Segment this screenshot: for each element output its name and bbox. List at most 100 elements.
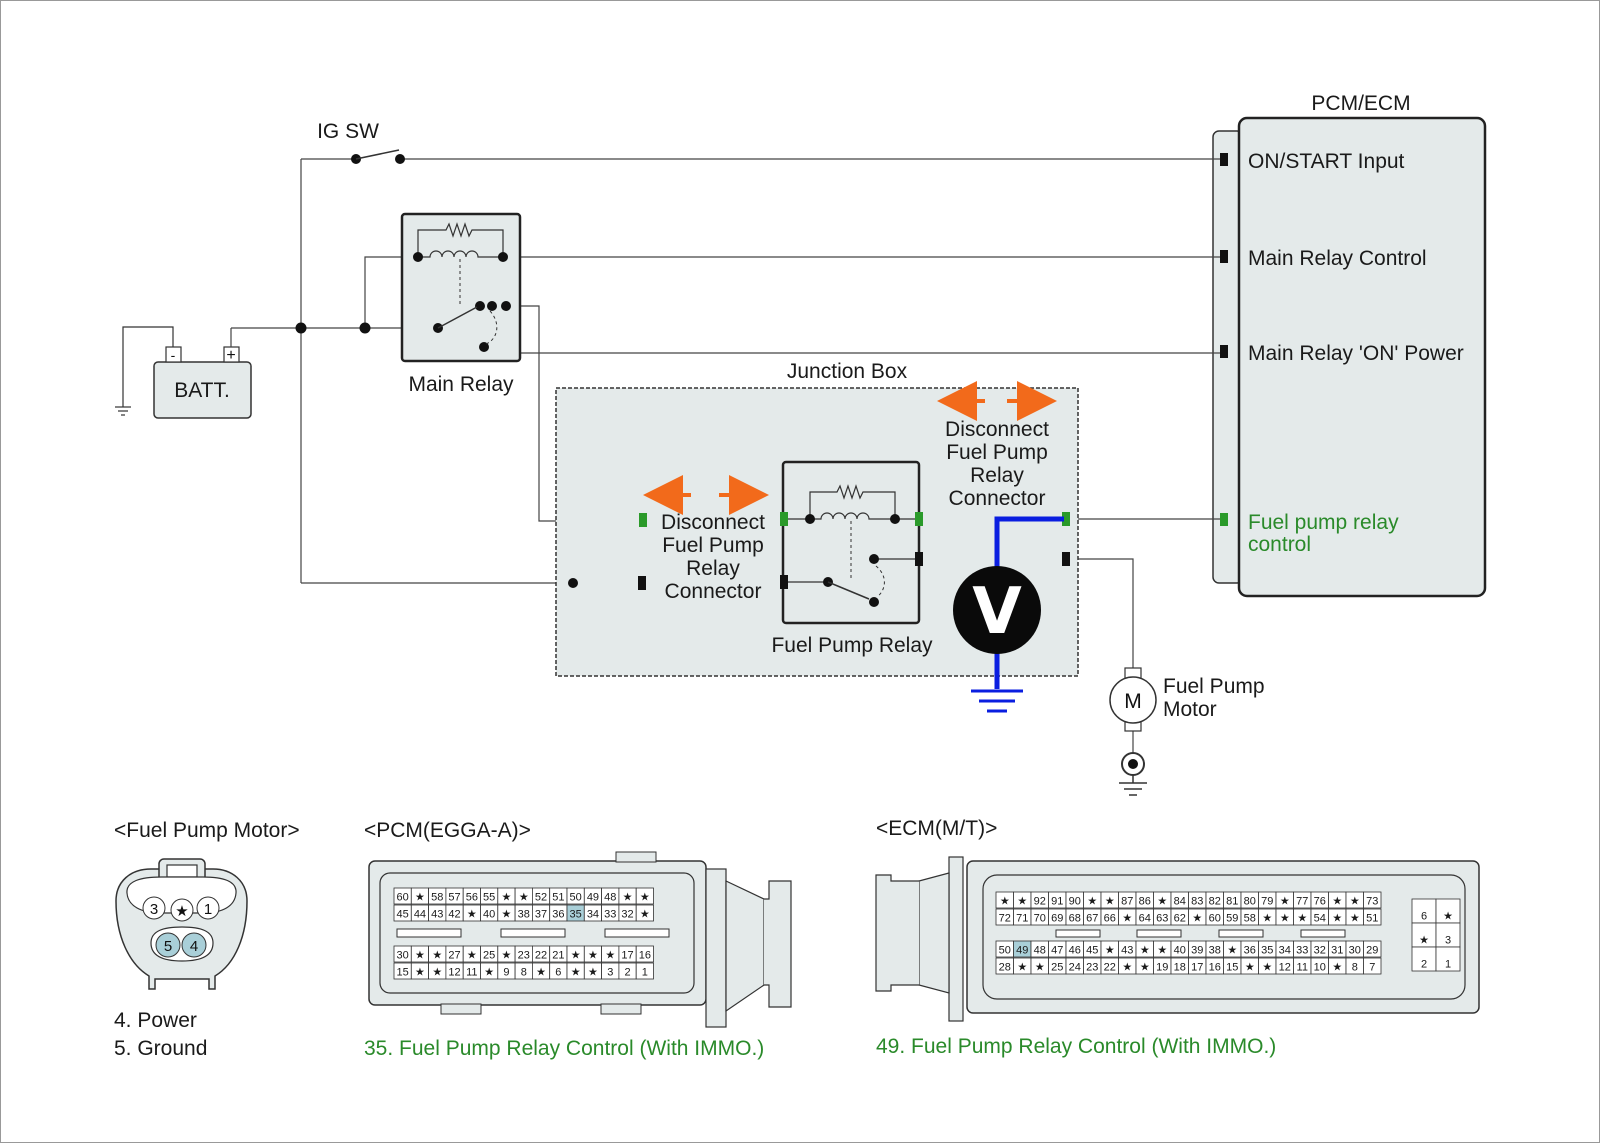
pcm-pin-label: 23 — [518, 950, 530, 962]
motor-icon — [1109, 676, 1157, 724]
ecm-pin-label: ★ — [1122, 913, 1132, 925]
pcm-pin-label: 9 — [503, 967, 509, 979]
pcm-pin-label: 55 — [483, 892, 495, 904]
pcm-pin-label: 60 — [397, 892, 409, 904]
pcm-pin-label: 51 — [552, 892, 564, 904]
ground-icon — [971, 689, 1023, 713]
ecm-pin-label: 64 — [1139, 913, 1151, 925]
ecm-pin-label: 79 — [1261, 896, 1273, 908]
ecm-pin-label: 76 — [1314, 896, 1326, 908]
main-relay: Main Relay — [400, 212, 522, 396]
ecm-side-pin-label: 2 — [1421, 959, 1427, 971]
battery: - + BATT. — [115, 326, 252, 419]
ecm-side-pin-cell — [1435, 898, 1461, 924]
pcm-pin-label: 56 — [466, 892, 478, 904]
pcm-pin-label: 44 — [414, 909, 426, 921]
pcm-terminal-main-relay-control — [1220, 250, 1228, 263]
ecm-side-pin-cell — [1435, 922, 1461, 948]
disconnect-right-line2: Fuel Pump — [946, 441, 1048, 464]
pin-fuel-pump-relay-control-line2: control — [1248, 533, 1311, 556]
pcm-pin-label: 2 — [624, 967, 630, 979]
ecm-pin-label: 38 — [1209, 945, 1221, 957]
ecm-pin-label: 50 — [999, 945, 1011, 957]
ecm-pin-label: 35 — [1261, 945, 1273, 957]
ecm-pin-label: 63 — [1156, 913, 1168, 925]
ig-switch: IG SW — [317, 120, 405, 164]
fuel-pump-motor-connector: <Fuel Pump Motor> 3 ★ 1 5 4 4. Power 5. … — [114, 819, 300, 1060]
ground-icon — [1119, 775, 1147, 796]
ecm-pin-label: 86 — [1139, 896, 1151, 908]
pcm-pin-label: 36 — [552, 909, 564, 921]
pcm-pin-cell — [635, 945, 654, 963]
pcm-terminal-main-relay-power — [1220, 345, 1228, 358]
ecm-pin-label: 45 — [1086, 945, 1098, 957]
fuel-pump-motor-label-line2: Motor — [1163, 698, 1217, 721]
disconnect-right-line3: Relay — [970, 464, 1024, 487]
ecm-pin-label: ★ — [1087, 896, 1097, 908]
ecm-pin-label: 77 — [1296, 896, 1308, 908]
pcm-ecm-title: PCM/ECM — [1311, 92, 1410, 115]
pcm-pin-label: ★ — [623, 892, 633, 904]
ecm-pin-label: 19 — [1156, 962, 1168, 974]
ecm-pin-label: 67 — [1086, 913, 1098, 925]
pcm-pin-label: 58 — [431, 892, 443, 904]
ecm-pin-label: 68 — [1069, 913, 1081, 925]
pcm-pin-label: 49 — [587, 892, 599, 904]
pcm-pin-label: 45 — [397, 909, 409, 921]
ecm-pin-label: 23 — [1086, 962, 1098, 974]
pcm-pin-label: ★ — [588, 950, 598, 962]
fpm-pin-5: 5 — [164, 938, 172, 955]
ecm-side-pin-label: 3 — [1445, 935, 1451, 947]
ecm-pin-label: 8 — [1352, 962, 1358, 974]
pcm-pin-label: 22 — [535, 950, 547, 962]
ecm-pin-label: ★ — [1332, 896, 1342, 908]
ecm-side-pin-cell — [1411, 946, 1437, 972]
pcm-pin-label: 11 — [466, 967, 477, 979]
ecm-pin-label: ★ — [1017, 962, 1027, 974]
pin-main-relay-control: Main Relay Control — [1248, 247, 1427, 270]
ecm-pin-label: 87 — [1121, 896, 1133, 908]
fuel-pump-motor-connector-title: <Fuel Pump Motor> — [114, 819, 300, 842]
splice-node — [295, 322, 307, 334]
ecm-pin-label: 30 — [1349, 945, 1361, 957]
ecm-pin-label: 15 — [1226, 962, 1238, 974]
ecm-pin-label: 18 — [1174, 962, 1186, 974]
ecm-side-pin-label: 1 — [1445, 959, 1451, 971]
ecm-pin-label: 71 — [1016, 913, 1028, 925]
ecm-pin-label: ★ — [1332, 962, 1342, 974]
fuel-pump-motor-label-line1: Fuel Pump — [1163, 675, 1265, 698]
splice-node — [359, 322, 371, 334]
fuse-terminal — [638, 576, 646, 590]
fuel-pump-motor: M Fuel Pump Motor — [1109, 667, 1265, 796]
ecm-pin-label: ★ — [1262, 962, 1272, 974]
ecm-pin-label: ★ — [1262, 913, 1272, 925]
pcm-pin-label: ★ — [502, 950, 512, 962]
ecm-pin-label: ★ — [1105, 945, 1115, 957]
ecm-pin-label: ★ — [1122, 962, 1132, 974]
fpm-pin-4: 4 — [190, 938, 198, 955]
ecm-pin-label: 32 — [1314, 945, 1326, 957]
ecm-pin-label: 90 — [1069, 896, 1081, 908]
pcm-pin-label: 8 — [521, 967, 527, 979]
pcm-pin-label: 32 — [621, 909, 633, 921]
ecm-pin-label: 54 — [1314, 913, 1326, 925]
ecm-pin-label: 12 — [1279, 962, 1291, 974]
ecm-pin-label: ★ — [1280, 913, 1290, 925]
ecm-pin-label: 10 — [1314, 962, 1326, 974]
ecm-side-pin-label: 6 — [1421, 911, 1427, 923]
voltmeter-icon — [953, 566, 1041, 654]
ecm-pin-label: 43 — [1121, 945, 1133, 957]
ecm-pin-label: 92 — [1034, 896, 1046, 908]
ig-switch-label: IG SW — [317, 120, 379, 143]
pcm-pin-label: 50 — [570, 892, 582, 904]
pcm-pin-label: ★ — [640, 909, 650, 921]
pcm-pin-label: ★ — [432, 967, 442, 979]
ecm-pin-label: ★ — [1140, 962, 1150, 974]
pcm-pin-label: 30 — [397, 950, 409, 962]
ecm-side-pin-label: ★ — [1419, 935, 1429, 947]
ecm-pin-cell — [1363, 908, 1382, 926]
ecm-pin-label: 51 — [1366, 913, 1378, 925]
ecm-pin-label: 33 — [1296, 945, 1308, 957]
